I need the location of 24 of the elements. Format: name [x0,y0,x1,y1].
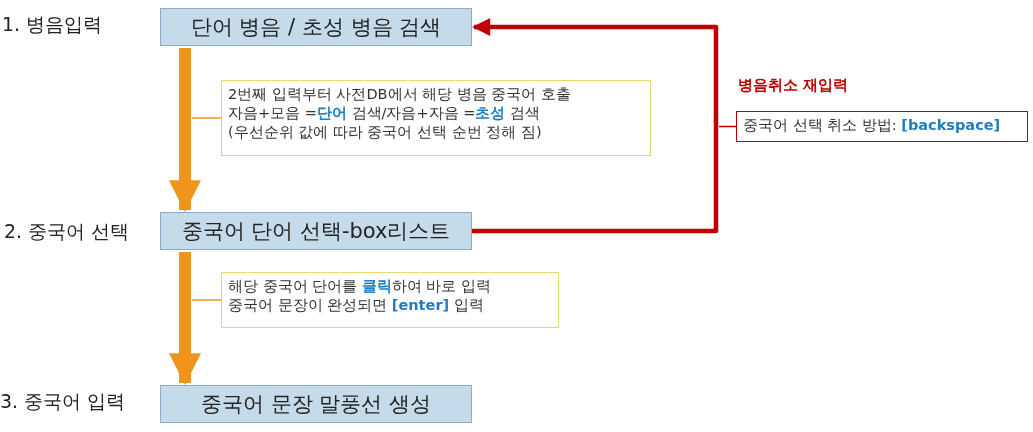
edge-label: 병음취소 재입력 [738,76,849,95]
leader-line [191,117,222,119]
step-label: 2. 중국어 선택 [4,219,130,244]
step-text: 중국어 문장 말풍선 생성 [201,391,431,418]
note-box [221,80,651,156]
arrow [169,48,201,213]
note-text: 중국어 선택 취소 방법: [backspace] [743,116,1002,135]
note-text: (우선순위 값에 따라 중국어 선택 순번 정해 짐) [228,122,543,142]
note-box [736,111,1028,142]
step-text: 단어 병음 / 초성 병음 검색 [190,14,442,41]
arrow [472,18,719,234]
leader-line [191,299,222,301]
note-text: 2번째 입력부터 사전DB에서 해당 병음 중국어 호출 [228,85,572,104]
note-text: 해당 중국어 단어를 클릭하여 바로 입력 [228,277,493,296]
step-text: 중국어 단어 선택-box리스트 [181,218,451,245]
process-box [160,8,472,46]
step-label: 3. 중국어 입력 [0,389,126,414]
arrow [169,252,201,386]
step-label: 1. 병음입력 [2,12,103,37]
note-text: 자음+모음 =단어 검색/자음+자음 =초성 검색 [228,103,541,123]
process-box [160,385,472,423]
process-box [160,212,472,250]
note-text: 중국어 문장이 완성되면 [enter] 입력 [228,295,485,315]
note-box [221,272,559,328]
